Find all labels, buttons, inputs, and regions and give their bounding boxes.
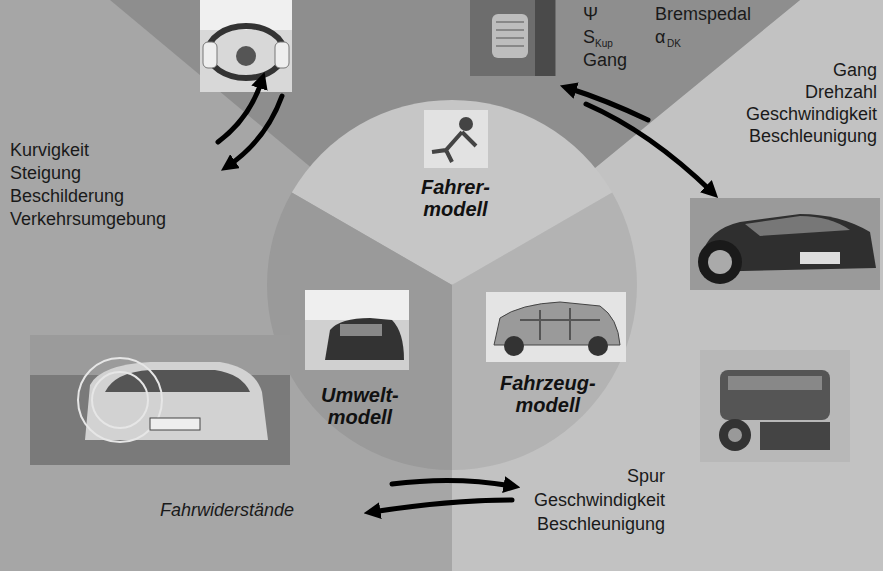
environment-photo xyxy=(305,290,409,370)
signal-label: Bremspedal xyxy=(655,4,751,24)
signal-label: Gang xyxy=(583,50,627,70)
signal-label: Geschwindigkeit xyxy=(534,490,665,510)
pedal-photo xyxy=(470,0,556,76)
car-front-photo xyxy=(690,198,880,290)
signal-label: Beschleunigung xyxy=(749,126,877,146)
signal-label: Beschleunigung xyxy=(537,514,665,534)
signal-label: α xyxy=(655,27,665,47)
signal-label: Fahrwiderstände xyxy=(160,500,294,520)
signal-label: Drehzahl xyxy=(805,82,877,102)
signal-label: DK xyxy=(667,38,681,50)
model-title: Umwelt- modell xyxy=(321,384,399,428)
model-sector: Fahrer- modell xyxy=(421,176,490,220)
model-title: Fahrzeug- modell xyxy=(500,372,596,416)
signal-label: Spur xyxy=(627,466,665,486)
driver-figure xyxy=(424,110,488,168)
steering-wheel-photo xyxy=(200,0,292,92)
flow-arrow xyxy=(392,480,512,486)
flow-arrow xyxy=(586,104,712,192)
flow-arrow xyxy=(372,500,512,512)
vehicle-sector xyxy=(452,193,637,471)
flow-arrow xyxy=(218,80,262,142)
signal-label: S xyxy=(583,27,595,47)
signal-label: Geschwindigkeit xyxy=(746,104,877,124)
signal-label: Kup xyxy=(595,38,613,50)
model-sector: Umwelt- modell xyxy=(321,384,399,428)
signal-label: Verkehrsumgebung xyxy=(10,209,166,229)
environment-sector xyxy=(267,193,452,471)
signal-label: Steigung xyxy=(10,163,81,183)
model-title: Fahrer- modell xyxy=(421,176,490,220)
car-rear-photo xyxy=(30,335,290,465)
signal-label: Gang xyxy=(833,60,877,80)
signal-label: Ψ xyxy=(583,4,598,24)
engine-photo xyxy=(700,350,850,462)
signal-label: Beschilderung xyxy=(10,186,124,206)
model-sector: Fahrzeug- modell xyxy=(500,372,596,416)
signal-label: Kurvigkeit xyxy=(10,140,89,160)
flow-arrow xyxy=(228,96,282,166)
vehicle-cutaway-photo xyxy=(486,292,626,362)
